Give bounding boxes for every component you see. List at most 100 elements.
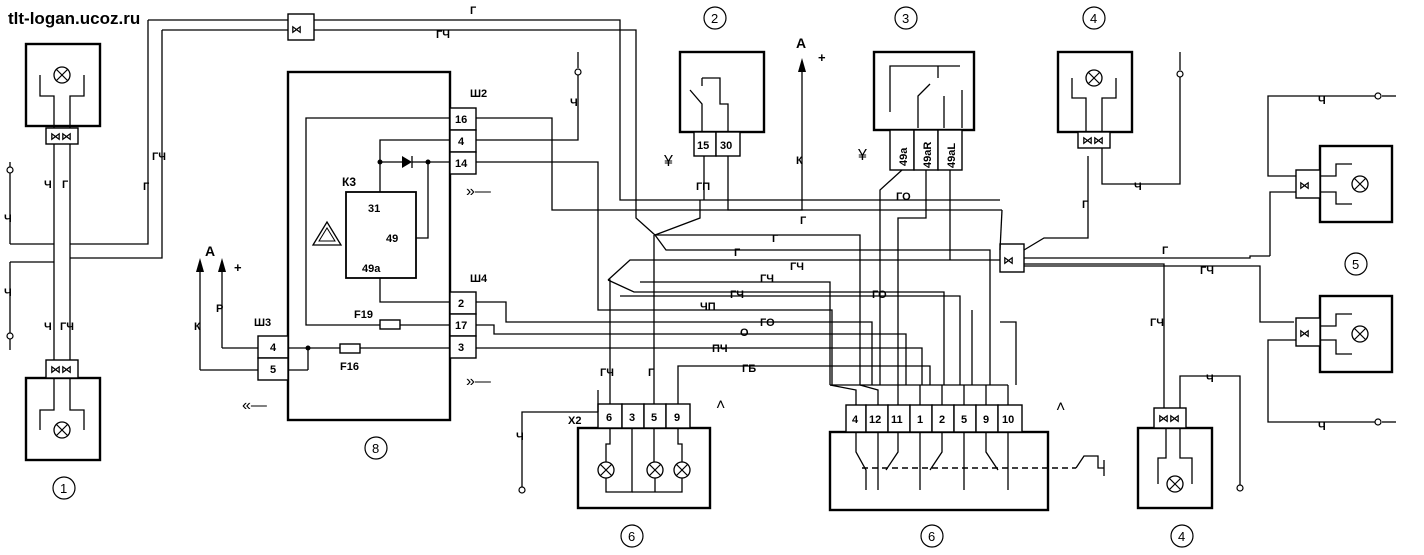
svg-text:ГЧ: ГЧ <box>1200 265 1214 277</box>
svg-text:4: 4 <box>270 342 277 354</box>
callout-4-top: 4 <box>1090 11 1097 26</box>
svg-text:F19: F19 <box>354 309 373 321</box>
switch-6: 4 12 11 1 2 5 9 10 <box>828 404 1105 512</box>
svg-text:⋈: ⋈ <box>1003 255 1014 267</box>
svg-text:Х2: Х2 <box>568 415 581 427</box>
wire-label-gch-top: ГЧ <box>436 29 450 41</box>
svg-text:К: К <box>796 155 803 167</box>
lamp-4-bottom: ⋈⋈ <box>1136 407 1214 510</box>
svg-text:ГБ: ГБ <box>742 363 756 375</box>
svg-text:ГО: ГО <box>896 191 911 203</box>
svg-text:⋈⋈: ⋈⋈ <box>1082 135 1104 147</box>
svg-text:5: 5 <box>961 414 967 426</box>
svg-text:5: 5 <box>270 364 276 376</box>
svg-text:10: 10 <box>1002 414 1014 426</box>
svg-text:˄: ˄ <box>716 397 725 414</box>
wire-label-gch-left: ГЧ <box>152 151 166 163</box>
svg-text:49а: 49а <box>898 147 910 166</box>
svg-text:Г: Г <box>734 247 741 259</box>
svg-text:3: 3 <box>629 412 635 424</box>
svg-text:К: К <box>194 321 201 333</box>
svg-text:ГО: ГО <box>872 289 887 301</box>
svg-text:»—: »— <box>466 183 491 200</box>
callout-7: 6 <box>628 529 635 544</box>
wire-label-ch-4: Ч <box>44 321 52 333</box>
svg-text:⋈: ⋈ <box>1299 328 1310 340</box>
svg-text:ГЧ: ГЧ <box>600 367 614 379</box>
unit-7: 6 3 5 9 Х2 <box>568 403 712 510</box>
svg-text:ГЧ: ГЧ <box>1150 317 1164 329</box>
svg-text:Ч: Ч <box>516 431 524 443</box>
callout-1: 1 <box>60 481 67 496</box>
svg-text:Г: Г <box>800 215 807 227</box>
relay-3: 49а 49аR 49аL <box>872 50 976 171</box>
svg-text:Ч: Ч <box>1318 421 1326 433</box>
svg-text:Ч: Ч <box>570 97 578 109</box>
svg-text:+: + <box>818 50 826 65</box>
wire-label-ch-3: Ч <box>4 287 12 299</box>
svg-text:F16: F16 <box>340 361 359 373</box>
svg-text:15: 15 <box>697 140 709 152</box>
svg-text:30: 30 <box>720 140 732 152</box>
svg-text:ГО: ГО <box>760 317 775 329</box>
svg-text:¥: ¥ <box>663 153 673 170</box>
svg-text:ГЧ: ГЧ <box>790 261 804 273</box>
svg-text:Г: Г <box>1162 245 1169 257</box>
svg-text:Г: Г <box>772 233 779 245</box>
svg-text:49: 49 <box>386 233 398 245</box>
svg-text:⋈: ⋈ <box>291 24 302 36</box>
wire-label-g-left: Г <box>143 181 150 193</box>
svg-text:˄: ˄ <box>1056 399 1065 416</box>
svg-text:9: 9 <box>983 414 989 426</box>
svg-text:⋈: ⋈ <box>1299 180 1310 192</box>
lamp-1-top: ⋈⋈ <box>24 42 102 145</box>
svg-text:+: + <box>234 260 242 275</box>
svg-text:Ч: Ч <box>1134 181 1142 193</box>
svg-text:⋈⋈: ⋈⋈ <box>50 131 72 143</box>
svg-text:4: 4 <box>458 136 465 148</box>
callout-2: 2 <box>711 11 718 26</box>
svg-text:⋈⋈: ⋈⋈ <box>1158 413 1180 425</box>
svg-text:6: 6 <box>606 412 612 424</box>
svg-text:12: 12 <box>869 414 881 426</box>
svg-text:9: 9 <box>674 412 680 424</box>
svg-text:⋈⋈: ⋈⋈ <box>50 364 72 376</box>
svg-text:Г: Г <box>1082 199 1089 211</box>
svg-text:14: 14 <box>455 158 468 170</box>
unit-8: К3 31 49 49а F19 F16 Ш2 16 4 14 <box>254 70 488 422</box>
svg-text:49аL: 49аL <box>946 143 958 168</box>
svg-text:11: 11 <box>891 414 903 426</box>
watermark: tlt-logan.ucoz.ru <box>8 9 140 28</box>
svg-text:4: 4 <box>852 414 859 426</box>
wire-label-gch-1: ГЧ <box>60 321 74 333</box>
svg-text:ЧП: ЧП <box>700 301 716 313</box>
svg-text:Ш3: Ш3 <box>254 317 271 329</box>
svg-text:О: О <box>740 327 749 339</box>
svg-text:3: 3 <box>458 342 464 354</box>
svg-text:16: 16 <box>455 114 467 126</box>
relay-label: К3 <box>342 175 356 189</box>
svg-text:ГП: ГП <box>696 181 710 193</box>
svg-text:«—: «— <box>242 397 267 414</box>
svg-text:49а: 49а <box>362 263 381 275</box>
lamp-1-bottom: ⋈⋈ <box>24 359 102 462</box>
svg-text:¥: ¥ <box>857 147 867 164</box>
svg-text:А: А <box>205 243 215 259</box>
svg-text:31: 31 <box>368 203 380 215</box>
hazard-triangle-icon <box>311 220 343 246</box>
callout-8: 8 <box>372 441 379 456</box>
svg-text:Ч: Ч <box>1318 95 1326 107</box>
svg-text:1: 1 <box>917 414 923 426</box>
wire-label-g-top: Г <box>470 5 477 17</box>
wire-label-ch-1: Ч <box>44 179 52 191</box>
callout-6: 6 <box>928 529 935 544</box>
svg-text:Ш2: Ш2 <box>470 88 487 100</box>
svg-text:ГЧ: ГЧ <box>760 273 774 285</box>
lamp-5-bottom: ⋈ <box>1295 294 1394 374</box>
callout-3: 3 <box>902 11 909 26</box>
svg-text:17: 17 <box>455 320 467 332</box>
wire-label-g-1: Г <box>62 179 69 191</box>
wire-label-ch-2: Ч <box>4 213 12 225</box>
svg-text:2: 2 <box>458 298 464 310</box>
